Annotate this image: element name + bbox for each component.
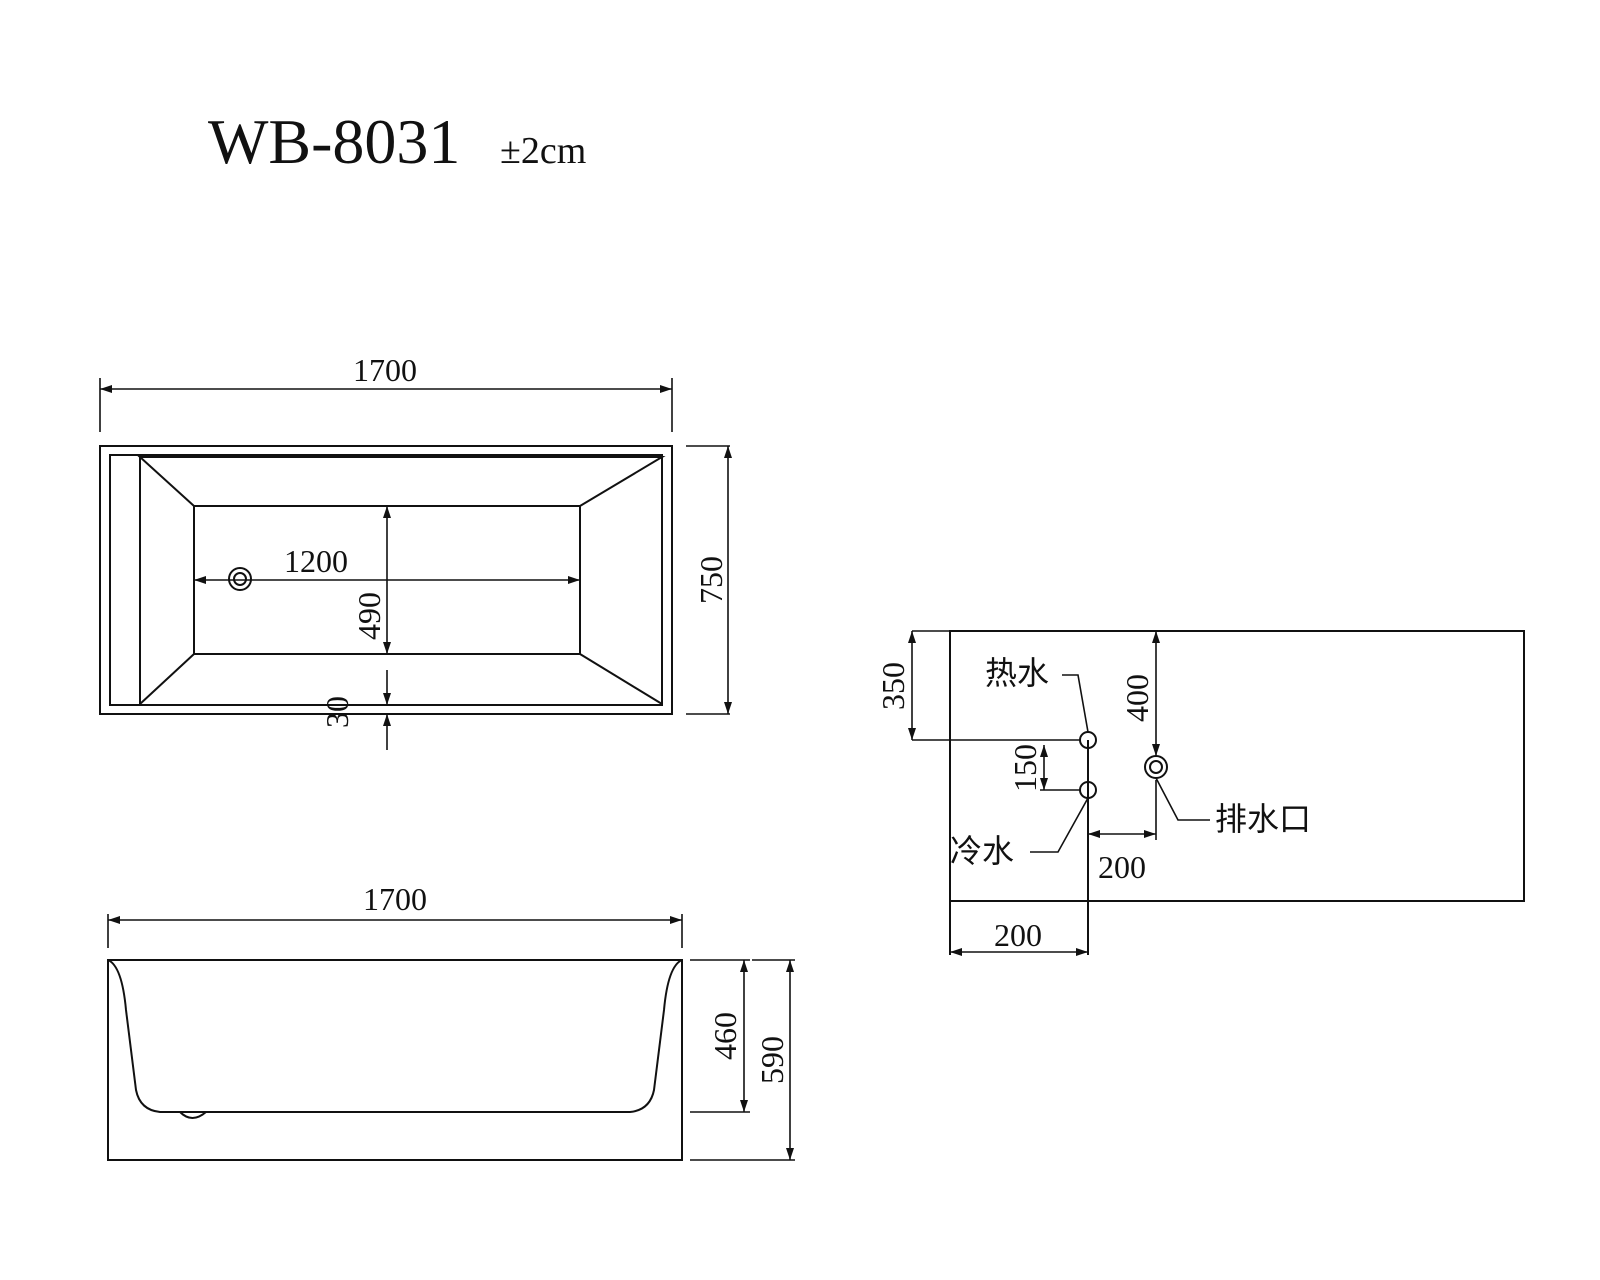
top-view: 1700 750 1200 490 30: [99, 352, 732, 750]
basin-right-bottom-slope: [579, 653, 663, 705]
dim-drain-offset: 200: [1098, 849, 1146, 885]
dim-rim: 30: [319, 696, 355, 728]
dim-inner-length: 1200: [284, 543, 348, 579]
drain-inner-icon: [233, 572, 247, 586]
dim-hot-height: 350: [875, 662, 911, 710]
dim-inlet-spacing: 150: [1007, 744, 1043, 792]
hot-water-label: 热水: [985, 654, 1049, 692]
connection-wall-outline: [949, 630, 1525, 902]
tolerance-label: ±2cm: [500, 130, 586, 172]
side-view-basin-profile: [107, 959, 683, 1113]
side-view-drain-bump: [179, 1111, 207, 1119]
model-number: WB-8031: [208, 106, 460, 177]
drain-leader: [1155, 777, 1210, 821]
dim-side-depth: 460: [707, 1012, 743, 1060]
top-view-inner-rim: [109, 454, 663, 706]
drain-outlet-inner-icon: [1149, 760, 1163, 774]
side-view: 1700 460 590: [107, 881, 795, 1161]
connection-view: 热水 冷水 排水口 350 400 150 200 200: [875, 630, 1525, 956]
side-view-outline: [107, 959, 683, 1161]
cold-water-leader: [1030, 797, 1089, 853]
cold-water-label: 冷水: [950, 832, 1014, 870]
dim-top-length: 1700: [353, 352, 417, 388]
drain-outlet-outer-icon: [1144, 755, 1168, 779]
drain-label: 排水口: [1215, 800, 1311, 838]
dim-drain-height: 400: [1119, 674, 1155, 722]
dim-inner-width: 490: [351, 592, 387, 640]
dim-side-length: 1700: [363, 881, 427, 917]
basin-left-bottom-slope: [139, 653, 195, 705]
dim-top-width: 750: [693, 556, 729, 604]
dim-side-height: 590: [754, 1036, 790, 1084]
hot-water-leader: [1062, 674, 1089, 733]
dim-wall-offset: 200: [994, 917, 1042, 953]
title-block: WB-8031 ±2cm: [208, 106, 586, 177]
basin-back-slope: [137, 456, 666, 507]
drain-outer-icon: [228, 567, 252, 591]
